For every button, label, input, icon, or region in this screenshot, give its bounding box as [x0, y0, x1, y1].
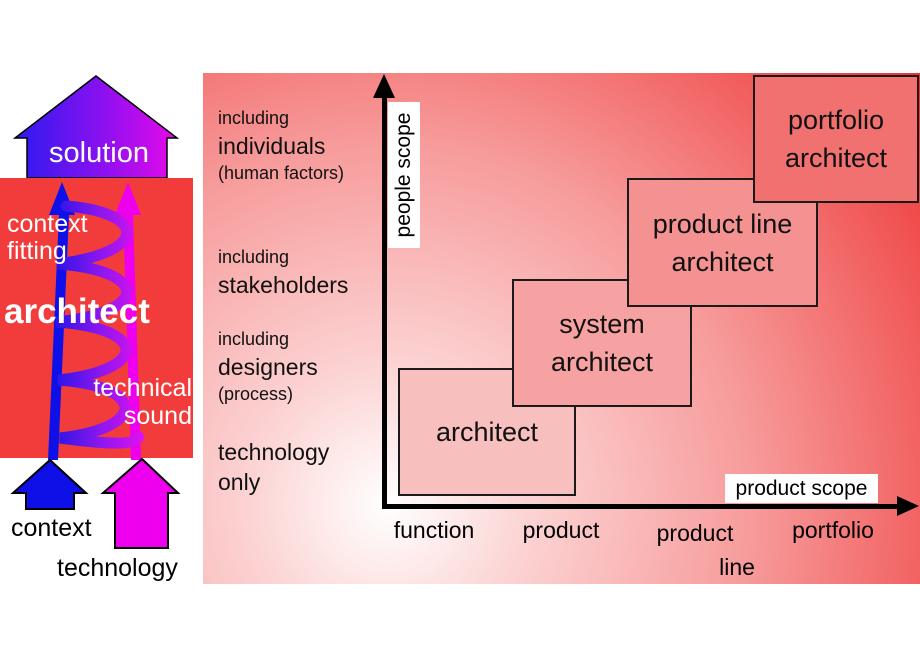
context-fitting-line1: context [7, 210, 88, 238]
scope-box-label: architect [784, 143, 888, 173]
x-axis-label-plate: product scope [725, 474, 878, 503]
annotation-line: individuals [218, 133, 326, 159]
context-shaft [48, 214, 69, 460]
annotation-line: including [218, 108, 290, 128]
scope-chart-panel: architect system architect product line … [203, 73, 920, 584]
scope-box-label: system [559, 309, 645, 339]
y-axis-label-plate: people scope [388, 102, 420, 248]
x-tick-product: product [522, 517, 600, 543]
technical-sound-line1: technical [93, 374, 192, 402]
x-axis-line [382, 504, 899, 509]
x-tick-portfolio: portfolio [792, 517, 874, 543]
scope-box-label: architect [435, 417, 539, 447]
x-tick-product-line-2: line [719, 554, 755, 580]
x-axis-arrow-icon [897, 496, 919, 516]
scope-box-label: product line [652, 208, 793, 239]
left-art: solution context fitting architect techn… [0, 75, 193, 582]
annotation-technology-only: technology only [218, 437, 329, 497]
scope-box-product-line-architect: product line architect [627, 178, 818, 307]
context-block-arrow [10, 458, 89, 510]
context-arrow-label: context [11, 514, 92, 542]
annotation-line: stakeholders [218, 272, 349, 298]
x-tick-function: function [393, 517, 475, 543]
scope-box-portfolio-architect: portfolio architect [753, 75, 919, 203]
technology-block-arrow [100, 457, 181, 549]
annotation-individuals: including individuals (human factors) [218, 106, 344, 186]
annotation-line: designers [218, 354, 318, 380]
technical-sound-line2: sound [124, 402, 192, 430]
annotation-line: including [218, 247, 290, 267]
annotation-line: only [218, 469, 261, 495]
annotation-stakeholders: including stakeholders [218, 245, 348, 300]
y-axis-line [382, 93, 387, 509]
y-axis-label: people scope [392, 112, 415, 238]
x-axis-label: product scope [735, 476, 868, 500]
annotation-line: (human factors) [218, 163, 345, 183]
annotation-line: (process) [218, 384, 294, 404]
spiral-coil [55, 200, 145, 449]
y-axis-arrow-icon [373, 74, 395, 98]
solution-label: solution [49, 137, 149, 169]
x-tick-product-line-1: product [656, 520, 734, 546]
architect-title: architect [4, 292, 150, 331]
annotation-line: including [218, 329, 290, 349]
technology-shaft [123, 214, 141, 460]
scope-box-label: architect [671, 246, 774, 277]
technology-shaft-head [115, 182, 141, 215]
technology-arrow-label: technology [57, 554, 178, 582]
scope-box-label: portfolio [787, 105, 885, 135]
annotation-line: technology [218, 439, 330, 465]
context-fitting-line2: fitting [7, 237, 67, 265]
annotation-designers: including designers (process) [218, 327, 318, 407]
scope-box-label: architect [550, 347, 654, 377]
